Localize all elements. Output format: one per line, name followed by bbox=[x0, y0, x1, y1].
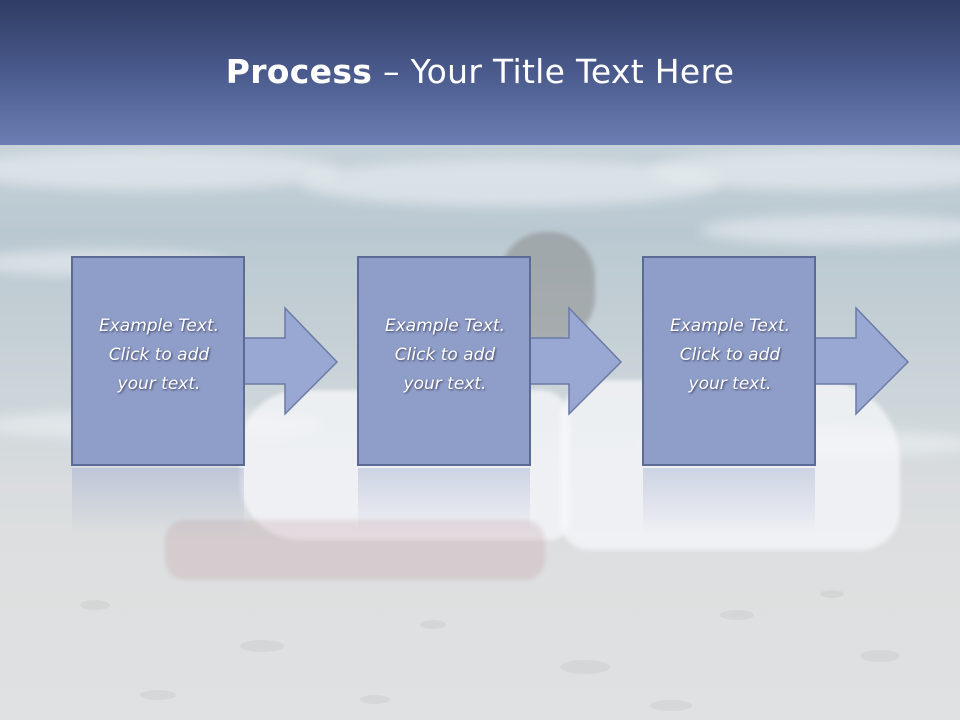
step-1-box bbox=[71, 256, 245, 466]
step-1-shapes bbox=[71, 256, 339, 534]
step-3-box bbox=[642, 256, 816, 466]
step-3-text[interactable]: Example Text. Click to add your text. bbox=[644, 312, 816, 399]
step-3-reflection bbox=[643, 468, 815, 534]
step-3-line-2: Click to add bbox=[679, 345, 781, 365]
step-1-reflection bbox=[72, 468, 244, 534]
step-1-arrow bbox=[242, 306, 339, 416]
step-3-line-3: your text. bbox=[688, 374, 772, 394]
step-2-box bbox=[357, 256, 531, 466]
step-3-line-1: Example Text. bbox=[669, 316, 791, 336]
title-rest: – Your Title Text Here bbox=[372, 52, 735, 91]
process-step-3[interactable]: Example Text. Click to add your text. bbox=[642, 256, 942, 536]
step-2-arrow bbox=[528, 306, 623, 416]
slide-title[interactable]: Process – Your Title Text Here bbox=[0, 52, 960, 91]
process-step-1[interactable]: Example Text. Click to add your text. bbox=[71, 256, 411, 536]
step-2-line-2: Click to add bbox=[394, 345, 496, 365]
step-1-line-1: Example Text. bbox=[98, 316, 220, 336]
step-1-text[interactable]: Example Text. Click to add your text. bbox=[73, 312, 245, 399]
step-2-line-1: Example Text. bbox=[384, 316, 506, 336]
process-step-2[interactable]: Example Text. Click to add your text. bbox=[357, 256, 697, 536]
step-2-reflection bbox=[358, 468, 530, 534]
step-3-shapes bbox=[642, 256, 910, 534]
step-3-arrow bbox=[813, 306, 910, 416]
step-2-text[interactable]: Example Text. Click to add your text. bbox=[359, 312, 531, 399]
step-2-line-3: your text. bbox=[403, 374, 487, 394]
step-2-shapes bbox=[357, 256, 623, 534]
title-bold: Process bbox=[225, 52, 373, 91]
step-1-line-2: Click to add bbox=[108, 345, 210, 365]
title-bar: Process – Your Title Text Here bbox=[0, 0, 960, 145]
step-1-line-3: your text. bbox=[117, 374, 201, 394]
